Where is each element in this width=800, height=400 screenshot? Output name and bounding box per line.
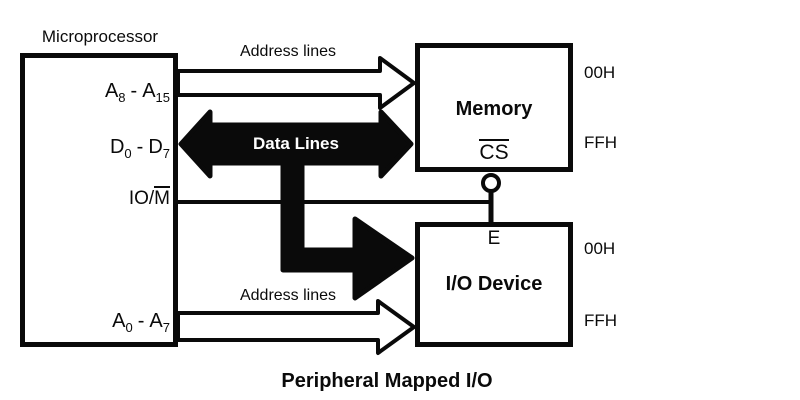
data-bus-arrow bbox=[178, 109, 414, 179]
memory-label: Memory bbox=[455, 98, 533, 120]
pin-a0-a7: A0-A7 bbox=[112, 310, 170, 335]
memory-block bbox=[415, 43, 573, 172]
address-bus-upper-arrow bbox=[176, 56, 416, 110]
data-branch-arrow bbox=[280, 147, 415, 301]
io-range-start: 00H bbox=[584, 239, 616, 258]
data-lines-label: Data Lines bbox=[253, 134, 339, 153]
pin-io-m: IO/M bbox=[128, 186, 170, 209]
io-range-end: FFH bbox=[584, 311, 618, 330]
pin-d0-d7: D0-D7 bbox=[109, 136, 170, 161]
memory-cs-label: CS bbox=[479, 139, 509, 164]
address-lines-lower-label: Address lines bbox=[239, 287, 337, 304]
io-device-block bbox=[415, 222, 573, 347]
diagram-title: Peripheral Mapped I/O bbox=[281, 370, 493, 392]
memory-range-start: 00H bbox=[584, 63, 616, 82]
io-device-label: I/O Device bbox=[445, 273, 543, 295]
microprocessor-block bbox=[20, 53, 178, 347]
microprocessor-label: Microprocessor bbox=[41, 27, 159, 46]
memory-range-end: FFH bbox=[584, 133, 618, 152]
address-lines-upper-label: Address lines bbox=[239, 43, 337, 60]
inverter-bubble-icon bbox=[481, 173, 501, 193]
io-enable-label: E bbox=[487, 228, 501, 249]
pin-a8-a15: A8-A15 bbox=[104, 80, 170, 105]
address-bus-lower-arrow bbox=[176, 299, 416, 355]
